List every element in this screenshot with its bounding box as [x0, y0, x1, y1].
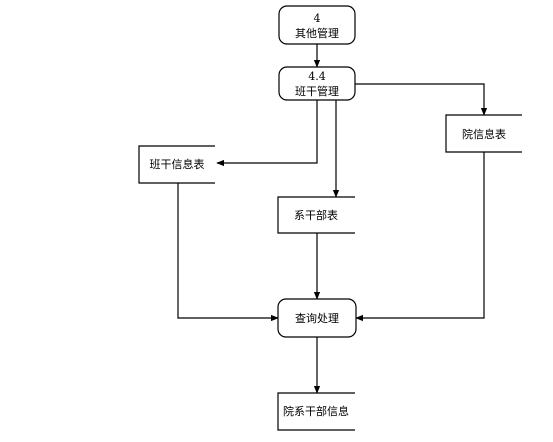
process-class-cadre-mgmt: 4.4 班干管理: [278, 66, 356, 101]
edge-class-mgmt-to-class-table: [216, 100, 318, 167]
edges: [177, 44, 488, 394]
process-other-mgmt-label: 其他管理: [295, 26, 339, 40]
edge-class-table-to-query: [177, 183, 279, 322]
process-other-mgmt: 4 其他管理: [278, 5, 356, 45]
store-college-dept-cadre-info-label: 院系干部信息: [283, 404, 349, 418]
store-dept-cadre-table-label: 系干部表: [294, 208, 338, 222]
process-query-label: 查询处理: [295, 311, 339, 325]
process-query: 查询处理: [277, 298, 357, 338]
store-class-cadre-table: 班干信息表: [138, 145, 215, 184]
store-class-cadre-table-label: 班干信息表: [150, 157, 205, 171]
process-class-cadre-mgmt-id: 4.4: [308, 70, 326, 83]
store-college-info-table: 院信息表: [445, 114, 522, 153]
process-other-mgmt-id: 4: [314, 12, 321, 25]
edge-college-table-to-query: [355, 152, 485, 322]
process-class-cadre-mgmt-label: 班干管理: [295, 84, 339, 98]
store-college-dept-cadre-info: 院系干部信息: [277, 392, 355, 431]
store-dept-cadre-table: 系干部表: [277, 196, 355, 234]
store-college-info-table-label: 院信息表: [462, 127, 506, 141]
edge-class-mgmt-to-college-table: [355, 83, 488, 116]
